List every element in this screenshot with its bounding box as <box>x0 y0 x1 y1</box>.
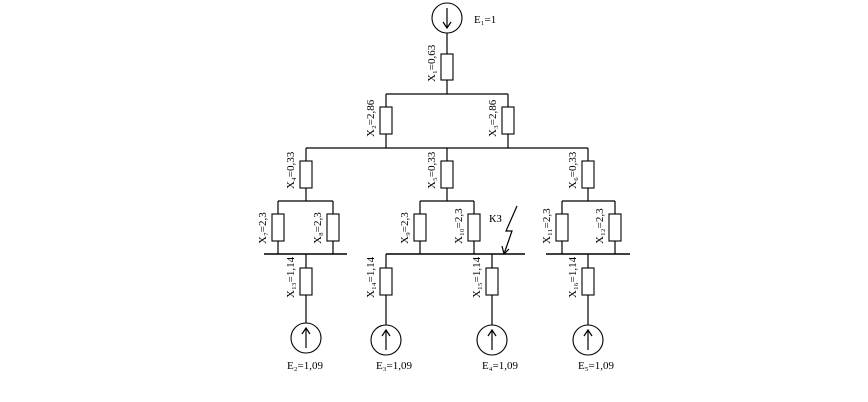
reactor-x3 <box>501 106 515 135</box>
label-x7: X₇=2,3 <box>257 212 269 244</box>
reactor-x5 <box>440 160 454 189</box>
reactor-x13 <box>299 267 313 296</box>
source-e1 <box>431 2 463 34</box>
label-x5: X₅=0,33 <box>426 151 438 189</box>
reactor-x9 <box>413 213 427 242</box>
label-x14: X₁₄=1,14 <box>365 256 377 298</box>
reactor-x1 <box>440 53 454 81</box>
label-x11: X₁₁=2,3 <box>541 208 553 244</box>
label-x6: X₆=0,33 <box>567 151 579 189</box>
reactor-x16 <box>581 267 595 296</box>
label-fault: КЗ <box>489 213 502 225</box>
label-x16: X₁₆=1,14 <box>567 256 579 298</box>
label-e5: E₅=1,09 <box>578 360 615 372</box>
label-e2: E₂=1,09 <box>287 360 324 372</box>
reactor-x2 <box>379 106 393 135</box>
reactor-x4 <box>299 160 313 189</box>
label-x3: X₃=2,86 <box>487 99 499 137</box>
label-x10: X₁₀=2,3 <box>453 208 465 244</box>
reactor-x10 <box>467 213 481 242</box>
reactor-x15 <box>485 267 499 296</box>
reactor-x11 <box>555 213 569 242</box>
label-e3: E₃=1,09 <box>376 360 413 372</box>
label-x9: X₉=2,3 <box>399 212 411 244</box>
label-x1: X₁=0,63 <box>426 44 438 82</box>
label-x2: X₂=2,86 <box>365 99 377 137</box>
label-x13: X₁₃=1,14 <box>285 256 297 298</box>
reactor-x12 <box>608 213 622 242</box>
source-e5 <box>572 324 604 356</box>
reactor-x7 <box>271 213 285 242</box>
label-x15: X₁₅=1,14 <box>471 256 483 298</box>
label-x4: X₄=0,33 <box>285 151 297 189</box>
reactor-x8 <box>326 213 340 242</box>
label-x8: X₈=2,3 <box>312 212 324 244</box>
label-e1: E₁=1 <box>474 14 496 26</box>
source-e2 <box>290 322 322 354</box>
source-e3 <box>370 324 402 356</box>
source-e4 <box>476 324 508 356</box>
reactor-x14 <box>379 267 393 296</box>
fault-arrow-icon <box>501 205 518 256</box>
label-e4: E₄=1,09 <box>482 360 519 372</box>
reactor-x6 <box>581 160 595 189</box>
label-x12: X₁₂=2,3 <box>594 208 606 244</box>
